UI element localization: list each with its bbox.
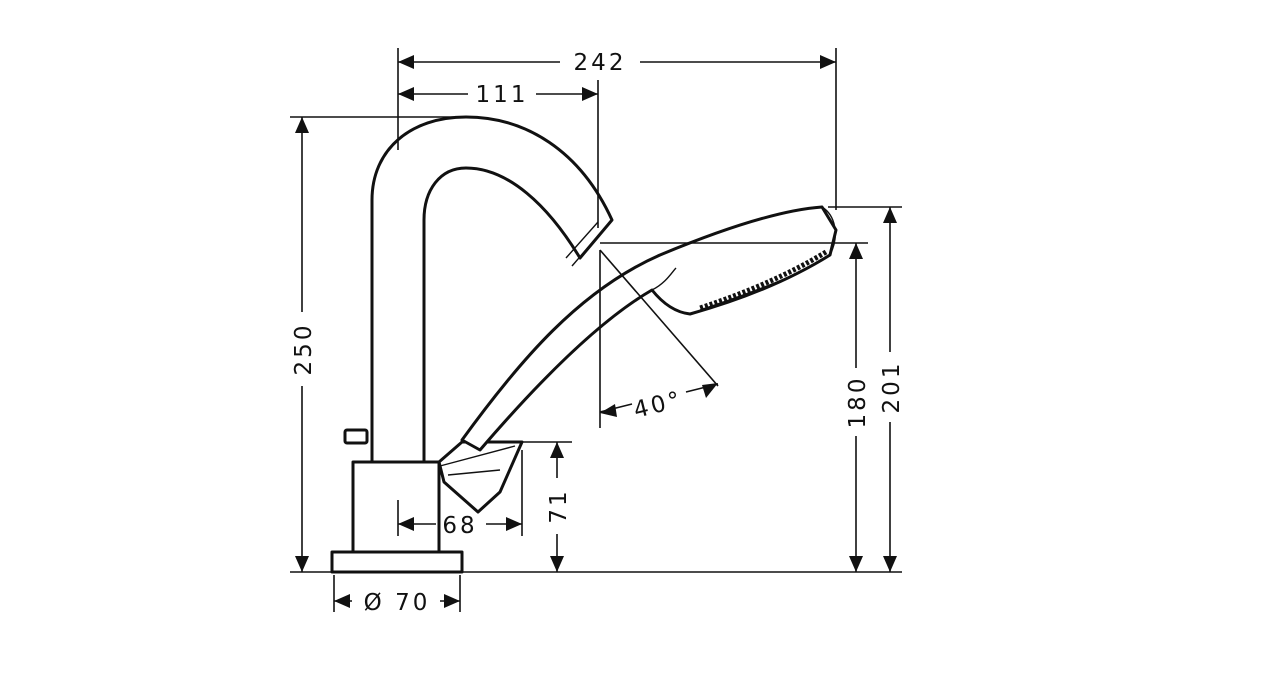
diverter-knob [343, 428, 369, 445]
dim-spout-reach-label: 111 [476, 82, 529, 108]
dim-handshower-top-label: 201 [879, 361, 905, 414]
handshower-holder [437, 440, 524, 514]
dim-base-diameter-label: Ø 70 [364, 590, 431, 616]
dim-overall-reach: 242 [398, 50, 836, 76]
dim-holder-height-label: 71 [546, 488, 572, 523]
dim-holder-height: 71 [546, 442, 572, 572]
dim-angle: 40° [599, 383, 719, 424]
dim-handshower-top: 201 [879, 207, 905, 572]
handshower-neck [651, 267, 677, 291]
dim-handshower-height: 180 [845, 243, 871, 572]
dim-total-height-label: 250 [291, 323, 317, 376]
spout-outlet [565, 221, 605, 267]
dim-angle-label: 40° [631, 387, 686, 424]
shower-spray-face [699, 249, 828, 311]
extension-lines [290, 48, 902, 612]
dim-total-height: 250 [291, 117, 317, 572]
shower-head-face [699, 206, 836, 311]
faucet-body [330, 115, 838, 574]
spout [370, 115, 614, 464]
dim-handshower-height-label: 180 [845, 376, 871, 429]
dim-spout-reach: 111 [398, 82, 598, 108]
base-plate [330, 550, 464, 574]
holder-inner [439, 445, 516, 476]
dim-overall-reach-label: 242 [574, 50, 627, 76]
dim-base-diameter: Ø 70 [334, 590, 460, 616]
dim-holder-projection-label: 68 [442, 513, 477, 539]
dim-holder-projection: 68 [397, 500, 522, 539]
body-cylinder [351, 460, 441, 556]
